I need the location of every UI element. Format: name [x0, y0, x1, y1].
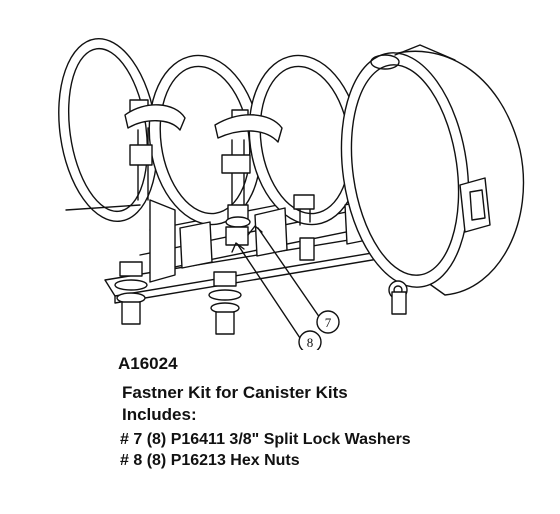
part-number: A16024 — [118, 354, 178, 373]
callout-leaders — [232, 226, 320, 338]
parts-list-item: # 7 (8) P16411 3/8" Split Lock Washers — [120, 431, 411, 448]
callout-7: 7 — [317, 311, 339, 333]
parts-list-item: # 8 (8) P16213 Hex Nuts — [120, 452, 300, 469]
clamp-ring-1 — [48, 32, 169, 228]
canister — [327, 45, 523, 299]
kit-title: Fastner Kit for Canister Kits — [122, 383, 348, 402]
callout-7-label: 7 — [325, 315, 332, 330]
callout-8-label: 8 — [307, 335, 314, 350]
canister-bracket-assembly-drawing: 7 8 — [0, 0, 560, 350]
bolt-assembly-2 — [209, 110, 282, 334]
bolt-assembly-3 — [294, 195, 406, 314]
bolt-assembly-1 — [115, 100, 185, 324]
includes-label: Includes: — [122, 405, 197, 424]
callout-8: 8 — [299, 331, 321, 350]
